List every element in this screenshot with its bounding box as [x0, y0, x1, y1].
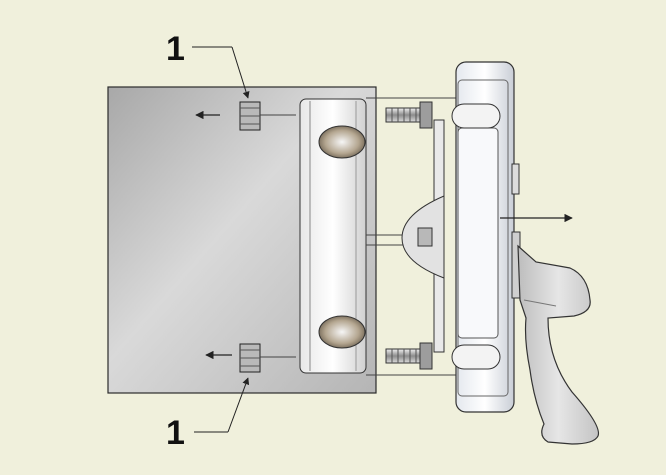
center-nut [417, 227, 433, 247]
upper-lens [318, 125, 366, 159]
housing-face [457, 127, 499, 339]
side-tab [511, 163, 520, 195]
rail-channel [299, 98, 367, 374]
callout-lower: 1 [166, 377, 250, 452]
callout-label-lower: 1 [166, 414, 185, 452]
upper-bolt [385, 101, 433, 129]
callout-upper: 1 [166, 30, 250, 99]
release-lever [517, 244, 600, 445]
lower-collar [451, 344, 501, 370]
upper-hex-nut [239, 101, 261, 131]
lower-hex-nut [239, 343, 261, 373]
callout-label-upper: 1 [166, 30, 185, 68]
lever-edge-line [523, 299, 557, 307]
lower-lens [318, 315, 366, 349]
upper-collar [451, 103, 501, 129]
lower-bolt [385, 342, 433, 370]
